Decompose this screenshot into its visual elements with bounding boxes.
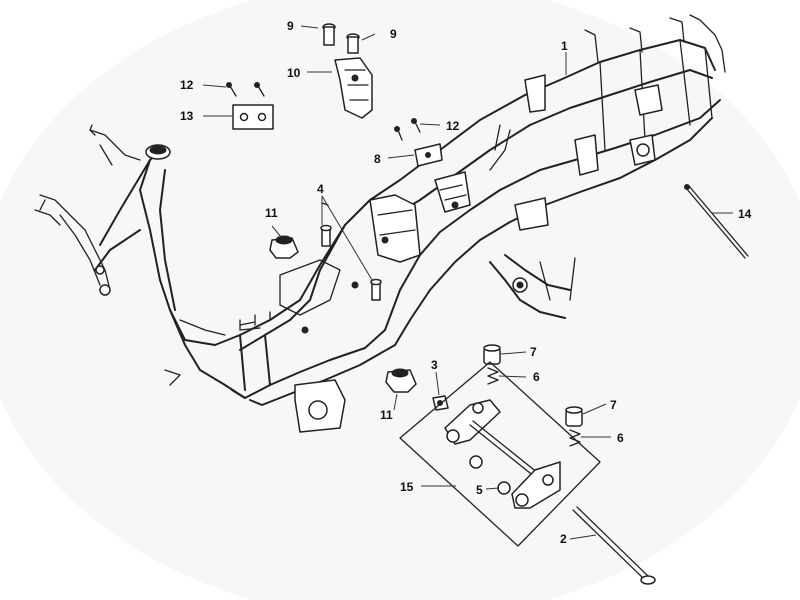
sleeve-7-lower: [565, 406, 583, 427]
label-part-13: 13: [180, 109, 194, 123]
cable-14: [684, 184, 749, 259]
label-part-9-left: 9: [287, 19, 294, 33]
label-part-7-lower: 7: [610, 398, 617, 412]
bracket-10: [334, 57, 373, 119]
bracket-8: [414, 143, 443, 167]
label-part-14: 14: [738, 207, 752, 221]
grommet-11-upper: [269, 235, 299, 259]
label-part-8: 8: [374, 152, 381, 166]
screws-12-mid: [394, 118, 421, 141]
bolt-9-right: [346, 33, 360, 54]
assembly-15: [399, 361, 601, 547]
label-part-12-mid: 12: [446, 119, 460, 133]
grommet-11-lower: [385, 368, 417, 393]
label-part-6-lower: 6: [617, 431, 624, 445]
label-part-9-right: 9: [390, 27, 397, 41]
main-frame: [34, 14, 726, 433]
leader-lines: [202, 25, 733, 540]
sleeve-7-upper: [483, 344, 501, 365]
spring-6-upper: [487, 367, 499, 385]
label-part-1: 1: [561, 39, 568, 53]
label-part-11-lower: 11: [380, 408, 393, 422]
label-part-10: 10: [287, 66, 301, 80]
label-part-12-left: 12: [180, 78, 194, 92]
label-part-11-upper: 11: [265, 206, 278, 220]
plate-13: [232, 104, 274, 130]
label-part-2: 2: [560, 532, 567, 546]
label-part-4: 4: [317, 182, 324, 196]
callout-labels: 1 2 3 4 5 6 6 7 7 8 9 9 10 11 11 12 12 1…: [180, 19, 752, 546]
spring-6-lower: [569, 429, 581, 447]
label-part-15: 15: [400, 480, 414, 494]
rod-2: [572, 506, 656, 585]
bolt-9-left: [322, 23, 336, 46]
label-part-3: 3: [431, 358, 438, 372]
label-part-7-upper: 7: [530, 345, 537, 359]
bolt-4: [320, 202, 382, 301]
label-part-6-upper: 6: [533, 370, 540, 384]
label-part-5: 5: [476, 483, 483, 497]
screws-12-left: [226, 82, 265, 97]
